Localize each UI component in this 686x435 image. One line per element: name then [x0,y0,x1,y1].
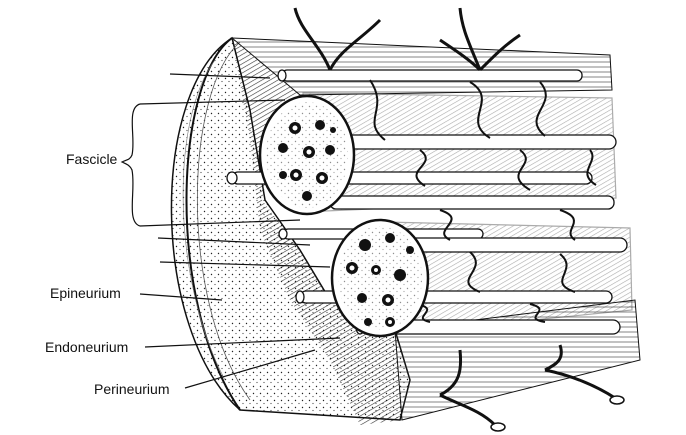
fascicle-brace [120,103,141,227]
top-vessel-branches [293,7,521,72]
fascicle-label: Fascicle [66,151,118,167]
endoneurium-label: Endoneurium [45,339,129,355]
lower-fascicle-cross-section [330,218,430,338]
bottom-vessel-branches [439,344,616,427]
branching-capillaries [369,79,597,323]
leader-lines [120,73,341,389]
epineurium-rim [185,37,241,411]
blood-vessels [231,69,628,335]
upper-fascicle-cross-section [258,94,356,216]
epineurium-label: Epineurium [50,285,121,301]
perineurium-label: Perineurium [94,381,170,397]
